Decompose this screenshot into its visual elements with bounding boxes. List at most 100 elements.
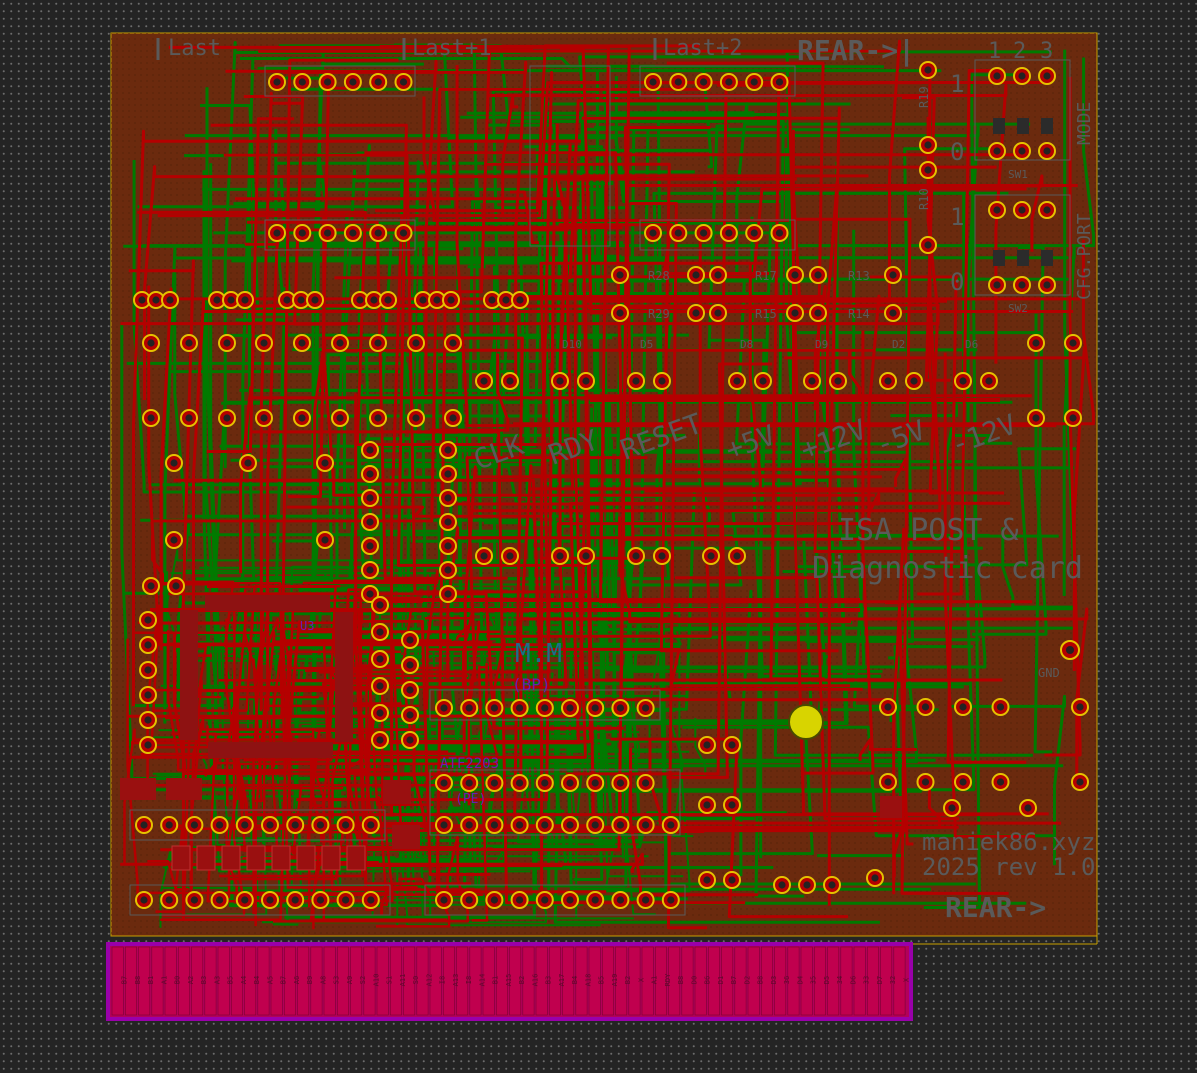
through-hole-pad[interactable] [439, 489, 457, 507]
through-hole-pad[interactable] [475, 372, 493, 390]
through-hole-pad[interactable] [627, 372, 645, 390]
through-hole-pad[interactable] [510, 699, 529, 717]
through-hole-pad[interactable] [611, 304, 629, 322]
through-hole-pad[interactable] [1019, 799, 1037, 817]
through-hole-pad[interactable] [586, 699, 605, 717]
through-hole-pad[interactable] [236, 291, 254, 309]
through-hole-pad[interactable] [611, 891, 630, 909]
through-hole-pad[interactable] [475, 547, 493, 565]
through-hole-pad[interactable] [460, 891, 479, 909]
through-hole-pad[interactable] [485, 891, 504, 909]
through-hole-pad[interactable] [365, 291, 383, 309]
through-hole-pad[interactable] [809, 266, 827, 284]
through-hole-pad[interactable] [511, 291, 529, 309]
through-hole-pad[interactable] [239, 454, 257, 472]
through-hole-pad[interactable] [611, 816, 630, 834]
through-hole-pad[interactable] [879, 773, 897, 791]
through-hole-pad[interactable] [255, 409, 273, 427]
through-hole-pad[interactable] [636, 891, 655, 909]
through-hole-pad[interactable] [180, 409, 198, 427]
through-hole-pad[interactable] [561, 891, 579, 909]
through-hole-pad[interactable] [916, 698, 935, 716]
through-hole-pad[interactable] [139, 736, 157, 754]
through-hole-pad[interactable] [798, 876, 816, 894]
through-hole-pad[interactable] [694, 73, 713, 91]
through-hole-pad[interactable] [218, 334, 236, 352]
through-hole-pad[interactable] [661, 816, 680, 834]
through-hole-pad[interactable] [954, 773, 972, 791]
through-hole-pad[interactable] [139, 711, 157, 729]
through-hole-pad[interactable] [653, 547, 671, 565]
through-hole-pad[interactable] [1071, 698, 1089, 716]
through-hole-pad[interactable] [1038, 67, 1056, 85]
through-hole-pad[interactable] [510, 816, 529, 834]
through-hole-pad[interactable] [208, 291, 226, 309]
through-hole-pad[interactable] [954, 372, 972, 390]
through-hole-pad[interactable] [719, 73, 738, 91]
through-hole-pad[interactable] [139, 661, 157, 679]
through-hole-pad[interactable] [561, 774, 579, 792]
through-hole-pad[interactable] [770, 73, 789, 91]
through-hole-pad[interactable] [561, 699, 579, 717]
through-hole-pad[interactable] [773, 876, 791, 894]
through-hole-pad[interactable] [879, 698, 897, 716]
through-hole-pad[interactable] [501, 547, 519, 565]
through-hole-pad[interactable] [331, 409, 349, 427]
through-hole-pad[interactable] [644, 224, 662, 242]
through-hole-pad[interactable] [661, 891, 680, 909]
through-hole-pad[interactable] [293, 73, 312, 91]
through-hole-pad[interactable] [361, 489, 379, 507]
through-hole-pad[interactable] [361, 561, 379, 579]
through-hole-pad[interactable] [919, 161, 937, 179]
through-hole-pad[interactable] [823, 876, 841, 894]
through-hole-pad[interactable] [991, 698, 1010, 716]
through-hole-pad[interactable] [698, 871, 716, 889]
through-hole-pad[interactable] [745, 73, 764, 91]
through-hole-pad[interactable] [501, 372, 519, 390]
through-hole-pad[interactable] [261, 816, 279, 834]
through-hole-pad[interactable] [636, 699, 655, 717]
through-hole-pad[interactable] [235, 816, 254, 834]
through-hole-pad[interactable] [535, 699, 554, 717]
through-hole-pad[interactable] [709, 266, 727, 284]
through-hole-pad[interactable] [361, 891, 380, 909]
through-hole-pad[interactable] [1013, 67, 1031, 85]
through-hole-pad[interactable] [435, 816, 453, 834]
through-hole-pad[interactable] [235, 891, 254, 909]
through-hole-pad[interactable] [988, 67, 1006, 85]
through-hole-pad[interactable] [687, 304, 705, 322]
through-hole-pad[interactable] [551, 372, 569, 390]
through-hole-pad[interactable] [165, 454, 183, 472]
through-hole-pad[interactable] [361, 816, 380, 834]
through-hole-pad[interactable] [142, 334, 160, 352]
through-hole-pad[interactable] [318, 224, 337, 242]
through-hole-pad[interactable] [147, 291, 165, 309]
through-hole-pad[interactable] [142, 409, 160, 427]
through-hole-pad[interactable] [728, 547, 746, 565]
through-hole-pad[interactable] [394, 73, 413, 91]
through-hole-pad[interactable] [884, 266, 902, 284]
through-hole-pad[interactable] [786, 304, 804, 322]
through-hole-pad[interactable] [803, 372, 821, 390]
through-hole-pad[interactable] [980, 372, 998, 390]
through-hole-pad[interactable] [884, 304, 902, 322]
through-hole-pad[interactable] [866, 869, 884, 887]
through-hole-pad[interactable] [669, 224, 688, 242]
through-hole-pad[interactable] [361, 465, 379, 483]
through-hole-pad[interactable] [745, 224, 764, 242]
through-hole-pad[interactable] [1064, 409, 1082, 427]
through-hole-pad[interactable] [1013, 276, 1031, 294]
through-hole-pad[interactable] [439, 513, 457, 531]
through-hole-pad[interactable] [1038, 201, 1056, 219]
through-hole-pad[interactable] [139, 636, 157, 654]
through-hole-pad[interactable] [210, 891, 229, 909]
through-hole-pad[interactable] [954, 698, 972, 716]
through-hole-pad[interactable] [185, 816, 204, 834]
through-hole-pad[interactable] [770, 224, 789, 242]
through-hole-pad[interactable] [255, 334, 273, 352]
through-hole-pad[interactable] [916, 773, 935, 791]
through-hole-pad[interactable] [644, 73, 662, 91]
through-hole-pad[interactable] [401, 631, 419, 649]
through-hole-pad[interactable] [698, 736, 716, 754]
